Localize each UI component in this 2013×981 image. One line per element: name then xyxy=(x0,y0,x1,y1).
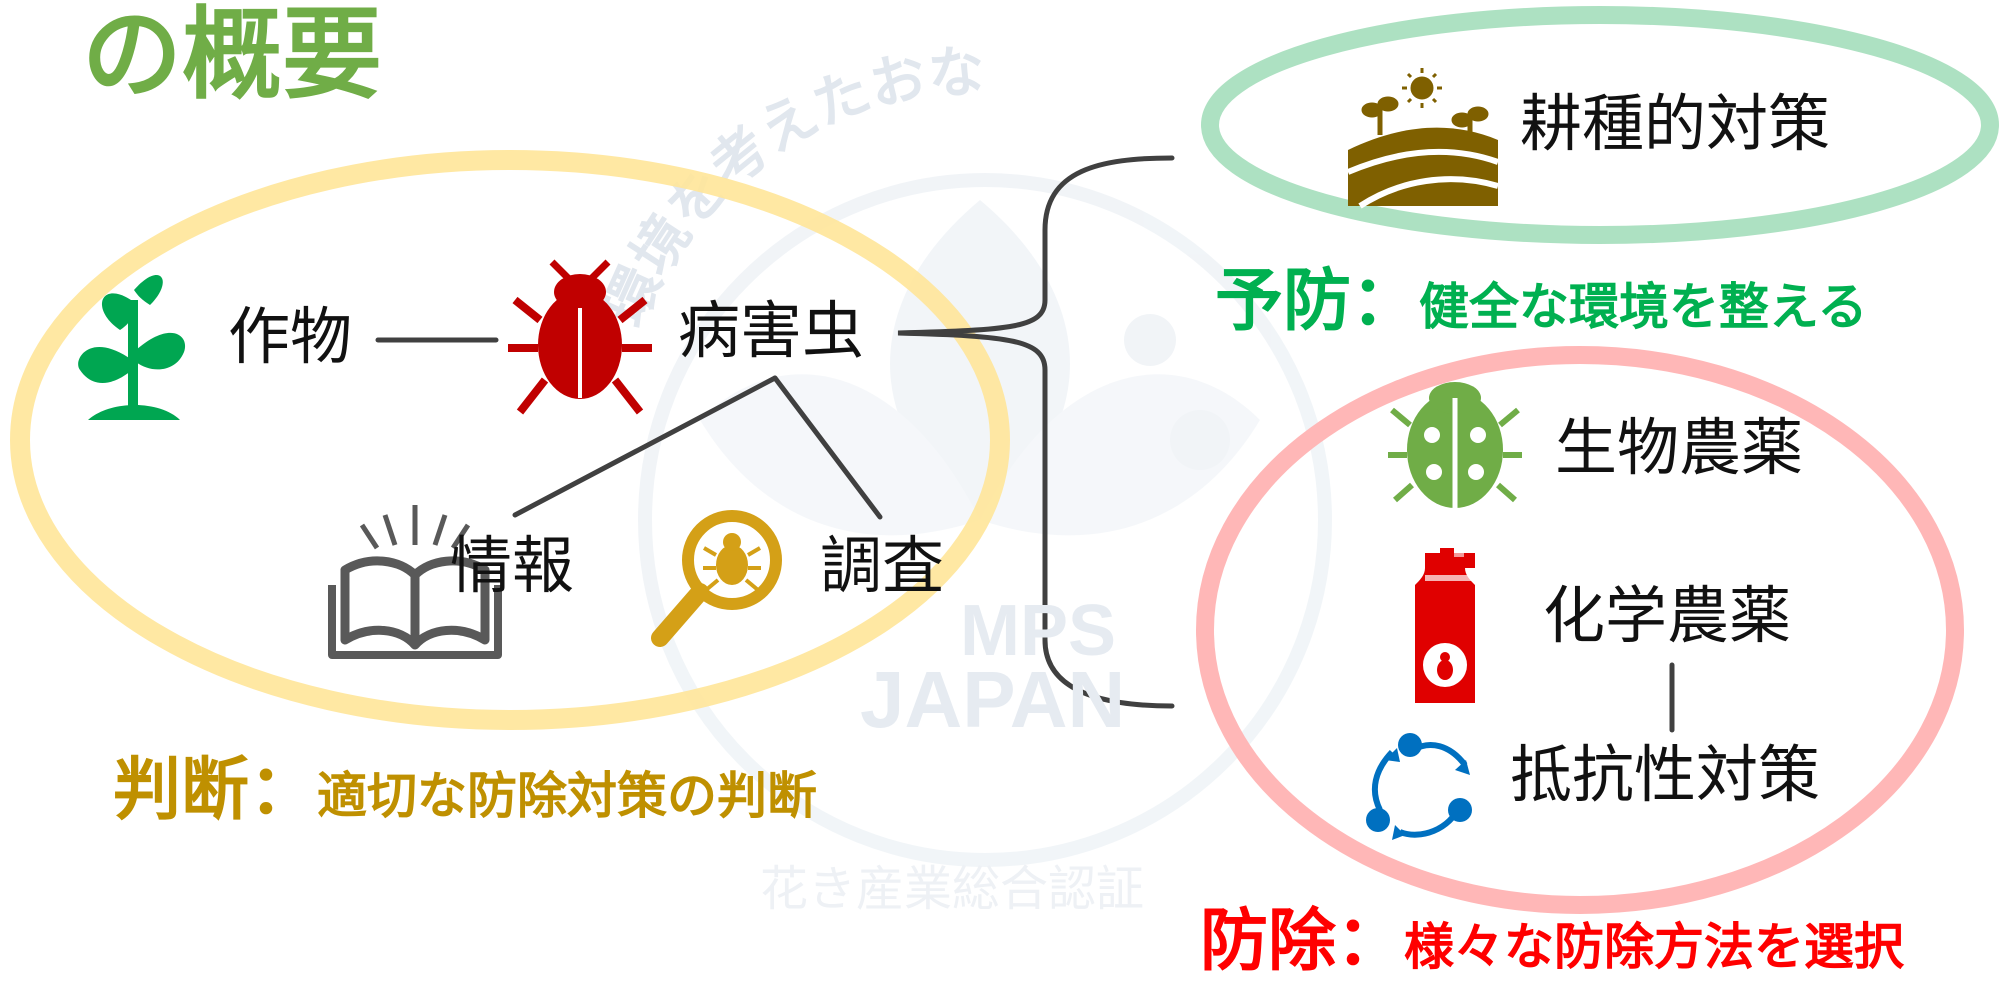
survey-label: 調査 xyxy=(820,529,945,602)
judgment-caption-sep: ： xyxy=(249,751,318,830)
cycle-arrows-icon xyxy=(1366,733,1472,840)
control-caption-main: 防除 xyxy=(1200,902,1337,981)
watermark-emblem xyxy=(638,173,1332,867)
resistance-management-label: 抵抗性対策 xyxy=(1510,738,1821,811)
info-label: 情報 xyxy=(450,529,575,602)
prevention-ring xyxy=(1201,6,1999,244)
judgment-caption: 判断：適切な防除対策の判断 xyxy=(113,757,817,825)
pest-info-connector xyxy=(512,375,778,518)
spray-can-icon xyxy=(1415,548,1475,703)
judgment-ring xyxy=(10,150,1010,730)
biological-pesticide-label: 生物農薬 xyxy=(1555,411,1804,484)
plant-icon xyxy=(78,274,186,420)
prevention-caption-main: 予防 xyxy=(1215,262,1352,341)
sun-icon xyxy=(1402,68,1442,108)
cultural-control-label: 耕種的対策 xyxy=(1520,87,1831,160)
control-caption-sub: 様々な防除方法を選択 xyxy=(1404,918,1905,976)
prevention-caption: 予防：健全な環境を整える xyxy=(1215,268,1868,336)
control-ring xyxy=(1196,346,1964,914)
brace-connector xyxy=(897,155,1175,709)
pest-survey-connector xyxy=(772,375,883,520)
book-icon xyxy=(328,505,502,659)
field-icon xyxy=(1346,68,1500,209)
pest-label: 病害虫 xyxy=(678,294,865,367)
prevention-caption-sub: 健全な環境を整える xyxy=(1419,278,1868,336)
judgment-caption-sub: 適切な防除対策の判断 xyxy=(317,767,818,825)
prevention-caption-sep: ： xyxy=(1351,262,1420,341)
watermark-brand-top: MPS xyxy=(960,591,1117,671)
control-caption: 防除：様々な防除方法を選択 xyxy=(1200,908,1904,976)
judgment-caption-main: 判断 xyxy=(113,751,250,830)
ladybug-icon xyxy=(1388,382,1522,508)
control-caption-sep: ： xyxy=(1336,902,1405,981)
bug-icon xyxy=(508,259,652,415)
page-title: の概要 xyxy=(82,0,382,113)
watermark-brand-bottom: JAPAN xyxy=(860,655,1126,744)
crop-label: 作物 xyxy=(228,300,353,373)
magnifier-bug-icon xyxy=(651,510,782,647)
watermark-subtitle: 花き産業総合認証 xyxy=(760,861,1145,917)
chemical-pesticide-label: 化学農薬 xyxy=(1543,579,1792,652)
